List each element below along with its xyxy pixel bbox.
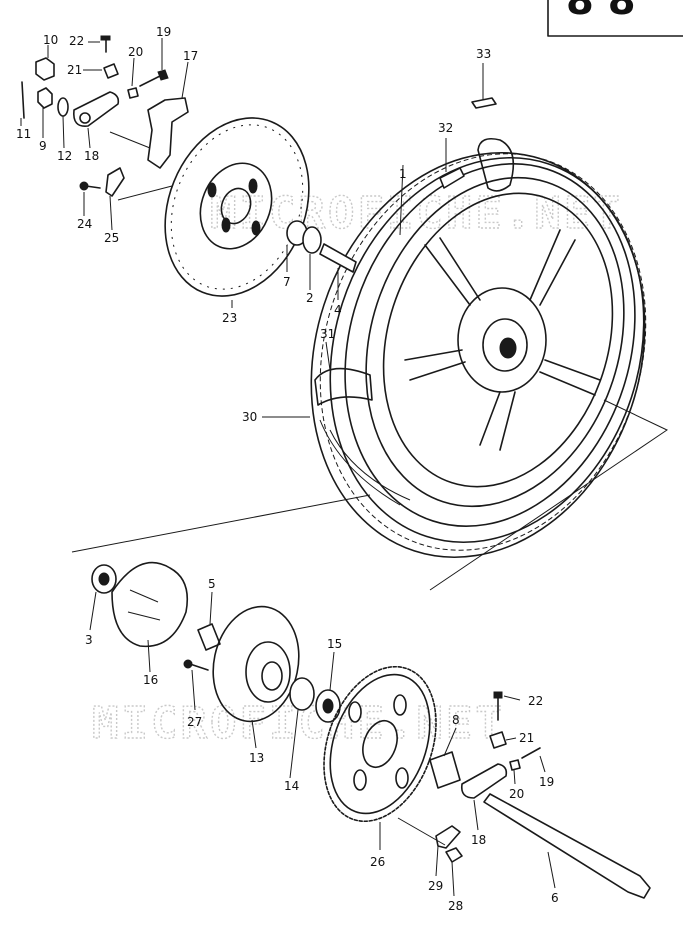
bearing-2 [302, 226, 322, 254]
callout-20: 20 [128, 45, 143, 59]
washer [57, 97, 69, 117]
callout-1: 1 [399, 167, 407, 181]
cush-drive-rubber [111, 561, 189, 648]
spacer-8 [429, 751, 461, 789]
callout-31: 31 [320, 327, 335, 341]
callout-25: 25 [104, 231, 119, 245]
spacer-5 [197, 623, 221, 651]
callout-11: 11 [16, 127, 31, 141]
page-header-box: 8 8 [547, 0, 683, 37]
callout-19: 19 [156, 25, 171, 39]
callout-29: 29 [428, 879, 443, 893]
tire-valve [439, 167, 465, 189]
callout-4: 4 [334, 303, 342, 317]
castle-nut [37, 87, 53, 109]
inner-tube [477, 137, 515, 192]
clip [103, 63, 119, 79]
bolt-27 [189, 663, 209, 671]
callout-27: 27 [187, 715, 202, 729]
rear-axle [483, 793, 651, 899]
callout-12: 12 [57, 149, 72, 163]
rear-sprocket [323, 665, 437, 823]
callout-7: 7 [283, 275, 291, 289]
callout-16: 16 [143, 673, 158, 687]
page-header-text: 8 8 [566, 0, 636, 24]
callout-2: 2 [306, 291, 314, 305]
callout-21-lower: 21 [519, 731, 534, 745]
callout-33: 33 [476, 47, 491, 61]
callout-20-lower: 20 [509, 787, 524, 801]
callout-21: 21 [67, 63, 82, 77]
safety-clip [105, 167, 125, 197]
callout-6: 6 [551, 891, 559, 905]
callout-8: 8 [452, 713, 460, 727]
rear-wheel-assembly [310, 151, 647, 559]
callout-5: 5 [208, 577, 216, 591]
bolt-top [100, 35, 111, 41]
callout-28: 28 [448, 899, 463, 913]
bottom-leader-lines [89, 591, 556, 897]
spacer-collar [319, 243, 357, 273]
callout-23: 23 [222, 311, 237, 325]
callout-3: 3 [85, 633, 93, 647]
bolt-long-lower [521, 747, 541, 759]
rim-band [471, 97, 497, 109]
sprocket-carrier [212, 605, 300, 723]
callout-9: 9 [39, 139, 47, 153]
callout-18: 18 [84, 149, 99, 163]
callout-14: 14 [284, 779, 299, 793]
small-nut-lower [509, 759, 521, 771]
bolt-lower [493, 691, 503, 699]
watermark-top: MICROFICHE.NET [210, 188, 623, 239]
axle-nut [35, 57, 55, 81]
callout-24: 24 [77, 217, 92, 231]
axle-nut-lower [445, 847, 463, 863]
clip-lower [489, 731, 507, 749]
callout-13: 13 [249, 751, 264, 765]
cotter-pin [21, 81, 25, 119]
axis-line [71, 399, 669, 591]
callout-15: 15 [327, 637, 342, 651]
callout-22: 22 [69, 34, 84, 48]
bearing-14 [289, 677, 315, 711]
bolt-long [139, 75, 161, 87]
callout-32: 32 [438, 121, 453, 135]
callout-22-lower: 22 [528, 694, 543, 708]
top-leader-lines [20, 38, 484, 418]
torque-link [72, 91, 120, 127]
callout-10: 10 [43, 33, 58, 47]
callout-19-lower: 19 [539, 775, 554, 789]
axle-clip [435, 825, 461, 849]
small-nut [127, 87, 139, 99]
callout-26: 26 [370, 855, 385, 869]
callout-30: 30 [242, 410, 257, 424]
torque-link-lower [460, 763, 508, 799]
callout-17: 17 [183, 49, 198, 63]
callout-18-lower: 18 [471, 833, 486, 847]
callout-labels: 10 22 19 20 21 17 11 9 12 18 24 25 23 7 … [16, 25, 559, 913]
caliper-bracket [147, 97, 189, 169]
